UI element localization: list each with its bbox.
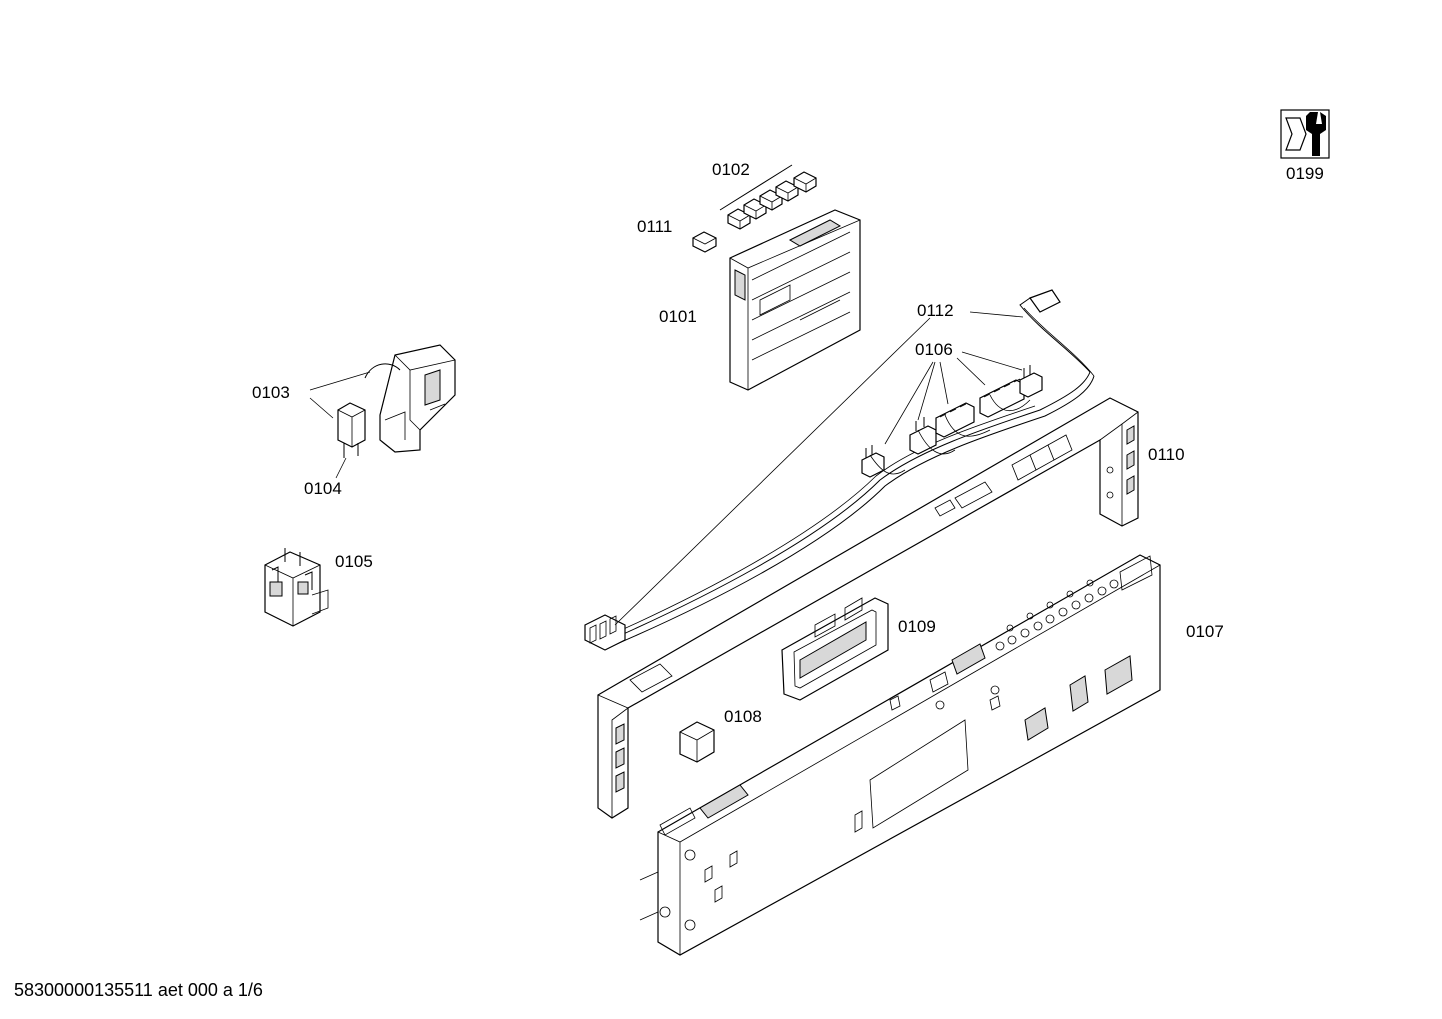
door-switch-0103: [364, 344, 456, 453]
tool-service-icon: [1280, 109, 1330, 159]
wiring-harness-0112: [584, 289, 1095, 651]
keycap-0111: [692, 231, 717, 253]
label-0111: 0111: [637, 217, 672, 236]
label-0106: 0106: [915, 340, 953, 359]
label-0103: 0103: [252, 383, 290, 402]
label-0101: 0101: [659, 307, 697, 326]
label-0107: 0107: [1186, 622, 1224, 641]
control-module-0101: [729, 209, 861, 391]
label-0112: 0112: [917, 301, 954, 320]
label-0105: 0105: [335, 552, 373, 571]
label-0102: 0102: [712, 160, 750, 179]
block-0108: [679, 721, 715, 763]
label-0199: 0199: [1286, 164, 1324, 183]
label-0108: 0108: [724, 707, 762, 726]
relay-0105: [264, 548, 329, 627]
suppressor-0104: [337, 402, 366, 458]
keycaps-0102: [719, 164, 817, 230]
control-panel-0107: [639, 554, 1161, 956]
label-0104: 0104: [304, 479, 342, 498]
handle-frame-0109: [781, 597, 889, 701]
front-panel-0110: [597, 397, 1139, 819]
connectors-0106: [861, 351, 1043, 478]
document-footer: 58300000135511 aet 000 a 1/6: [14, 980, 263, 1000]
label-0109: 0109: [898, 617, 936, 636]
label-0110: 0110: [1148, 445, 1185, 464]
